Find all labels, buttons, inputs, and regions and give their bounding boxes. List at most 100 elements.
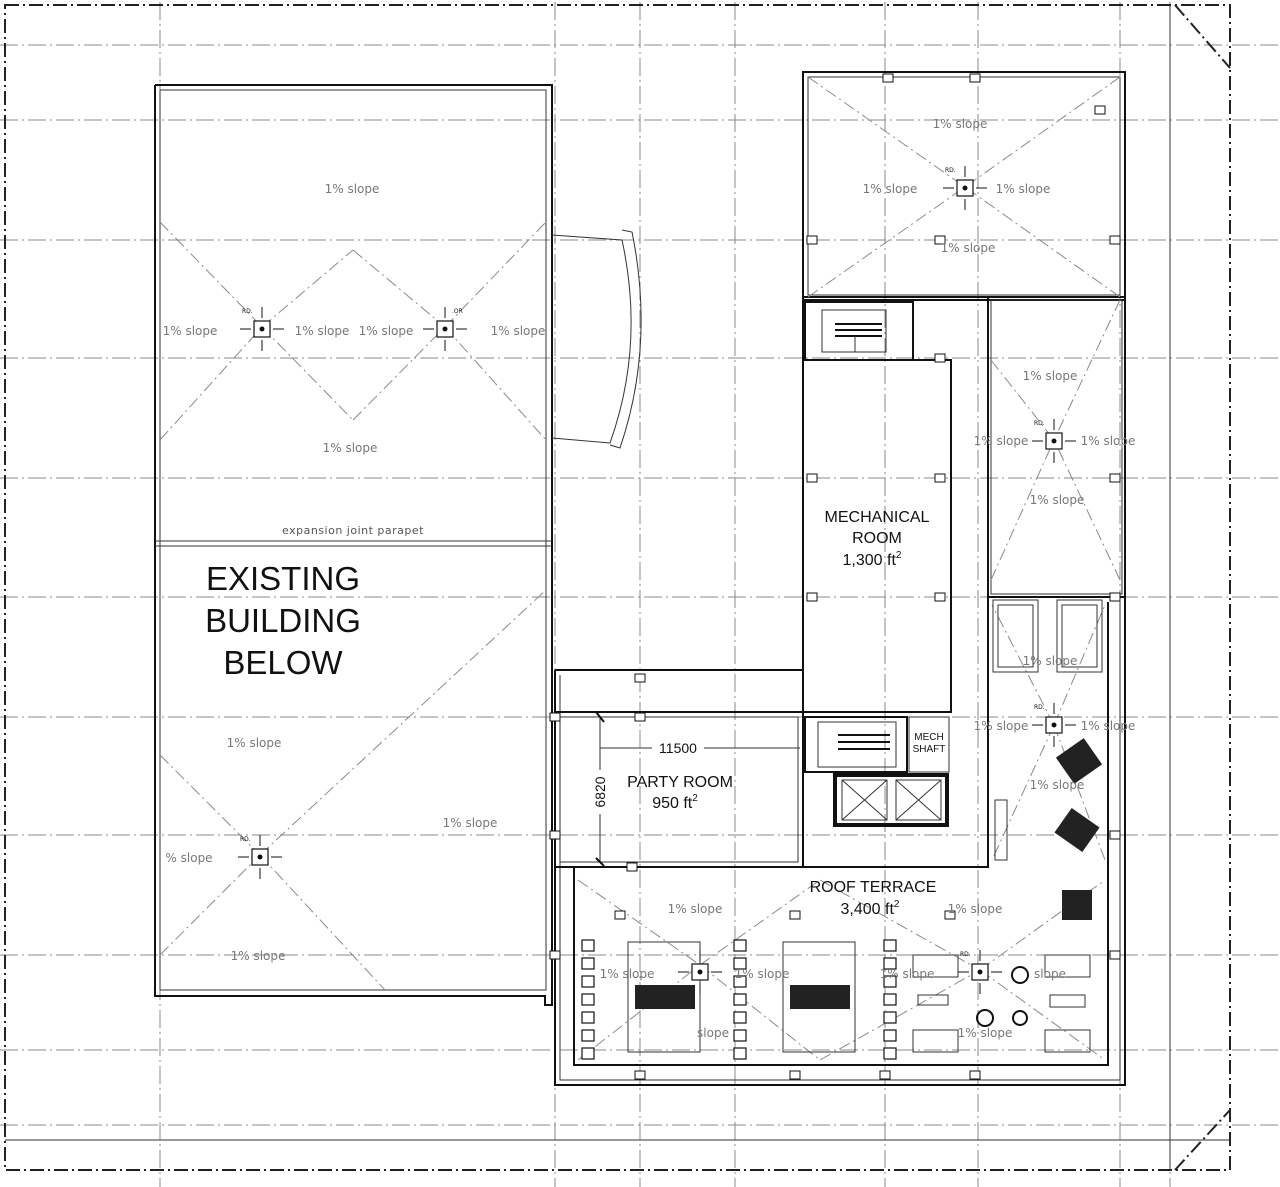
mech-shaft-label: MECH SHAFT bbox=[913, 732, 946, 755]
drain-tag: RD. bbox=[1034, 704, 1045, 711]
party-room-outline bbox=[554, 711, 804, 868]
roof-drain-icon: .OR bbox=[423, 307, 467, 351]
stool bbox=[581, 975, 595, 988]
column-mark bbox=[934, 353, 946, 363]
stool bbox=[883, 975, 897, 988]
slope-label: 1% slope bbox=[1030, 778, 1085, 792]
roof-drain-icon: RD. bbox=[1032, 703, 1076, 747]
column-mark bbox=[806, 592, 818, 602]
column-mark bbox=[549, 830, 561, 840]
column-mark bbox=[969, 73, 981, 83]
column-mark bbox=[1109, 950, 1121, 960]
stool bbox=[733, 939, 747, 952]
column-mark bbox=[1094, 105, 1106, 115]
stool bbox=[883, 1047, 897, 1060]
slope-lines-terrace bbox=[577, 604, 1106, 1061]
party-room-label: PARTY ROOM 950 ft2 bbox=[627, 774, 733, 812]
column-mark bbox=[549, 950, 561, 960]
drain-tag: .OR bbox=[452, 308, 463, 315]
column-mark bbox=[634, 1070, 646, 1080]
stool bbox=[581, 1047, 595, 1060]
slope-label: 1% slope bbox=[974, 434, 1029, 448]
stool bbox=[581, 939, 595, 952]
slope-lines-upper bbox=[807, 76, 1121, 581]
roof-drain-icon: RD. bbox=[958, 950, 1002, 994]
column-mark bbox=[934, 473, 946, 483]
column-mark bbox=[549, 712, 561, 722]
slope-label: 1% slope bbox=[974, 719, 1029, 733]
column-mark bbox=[879, 1070, 891, 1080]
slope-label: 1% slope bbox=[1081, 719, 1136, 733]
mech-shaft-line-2: SHAFT bbox=[913, 744, 946, 755]
lounge-furniture bbox=[912, 738, 1103, 1053]
stair-core-top bbox=[821, 309, 887, 353]
stool bbox=[581, 1029, 595, 1042]
existing-building-label: EXISTING BUILDING BELOW bbox=[205, 560, 361, 681]
stool bbox=[733, 1011, 747, 1024]
slope-label: 1% slope bbox=[600, 967, 655, 981]
column-mark bbox=[934, 592, 946, 602]
stool bbox=[883, 993, 897, 1006]
column-mark bbox=[806, 473, 818, 483]
slope-label: 1% slope bbox=[948, 902, 1003, 916]
title-line-2: BUILDING bbox=[205, 602, 361, 639]
stool bbox=[733, 957, 747, 970]
party-room-name: PARTY ROOM bbox=[627, 774, 733, 791]
stool bbox=[883, 957, 897, 970]
slope-label: 1% slope bbox=[491, 324, 546, 338]
roof-terrace-name: ROOF TERRACE bbox=[810, 879, 937, 896]
roof-drain-icon: RD. bbox=[1032, 419, 1076, 463]
roof-terrace-label: ROOF TERRACE 3,400 ft2 bbox=[810, 879, 937, 918]
slope-fragment: slope bbox=[697, 1026, 729, 1040]
slope-label: 1% slope bbox=[1023, 369, 1078, 383]
column-mark bbox=[789, 910, 801, 920]
mechanical-room-name-2: ROOM bbox=[852, 530, 902, 547]
slope-fragment: slope bbox=[1034, 967, 1066, 981]
slope-label: 1% slope bbox=[880, 967, 935, 981]
terrace-loungers bbox=[627, 941, 856, 1053]
slope-label: 1% slope bbox=[325, 182, 380, 196]
stool bbox=[883, 1011, 897, 1024]
slope-lines-existing bbox=[159, 221, 547, 991]
mechanical-room-name-1: MECHANICAL bbox=[825, 509, 930, 526]
stool bbox=[733, 993, 747, 1006]
slope-label: 1% slope bbox=[933, 117, 988, 131]
stool bbox=[581, 1011, 595, 1024]
column-mark bbox=[944, 910, 956, 920]
column-mark bbox=[789, 1070, 801, 1080]
slope-label: 1% slope bbox=[323, 441, 378, 455]
slope-label: 1% slope bbox=[359, 324, 414, 338]
column-mark bbox=[969, 1070, 981, 1080]
slope-label: 1% slope bbox=[863, 182, 918, 196]
drain-tag: RD. bbox=[1034, 420, 1045, 427]
curved-canopy bbox=[551, 229, 642, 449]
slope-label: 1% slope bbox=[295, 324, 350, 338]
slope-label: 1% slope bbox=[1023, 654, 1078, 668]
property-boundary bbox=[4, 4, 1231, 1171]
stool bbox=[733, 1029, 747, 1042]
slope-label: 1% slope bbox=[941, 241, 996, 255]
party-room-area: 950 ft2 bbox=[652, 793, 698, 812]
drain-tag: RD. bbox=[945, 167, 956, 174]
slope-label: 1% slope bbox=[231, 949, 286, 963]
column-mark bbox=[1109, 473, 1121, 483]
terrace-stools bbox=[581, 939, 897, 1060]
planters bbox=[992, 599, 1103, 861]
mechanical-room-area: 1,300 ft2 bbox=[843, 550, 902, 569]
title-line-3: BELOW bbox=[223, 644, 343, 681]
column-mark bbox=[934, 235, 946, 245]
drain-tag: RD. bbox=[960, 951, 971, 958]
expansion-joint-label: expansion joint parapet bbox=[282, 524, 424, 537]
column-marks bbox=[549, 73, 1121, 1080]
roof-drain-icon: RD. bbox=[238, 835, 282, 879]
drain-tag: RD. bbox=[240, 836, 251, 843]
column-mark bbox=[1109, 592, 1121, 602]
slope-label: 1% slope bbox=[163, 324, 218, 338]
existing-building-outline bbox=[154, 84, 553, 1006]
stool bbox=[883, 1029, 897, 1042]
dimension-depth: 6820 bbox=[592, 776, 608, 807]
terrace-outline bbox=[554, 596, 1126, 1086]
stool bbox=[581, 957, 595, 970]
